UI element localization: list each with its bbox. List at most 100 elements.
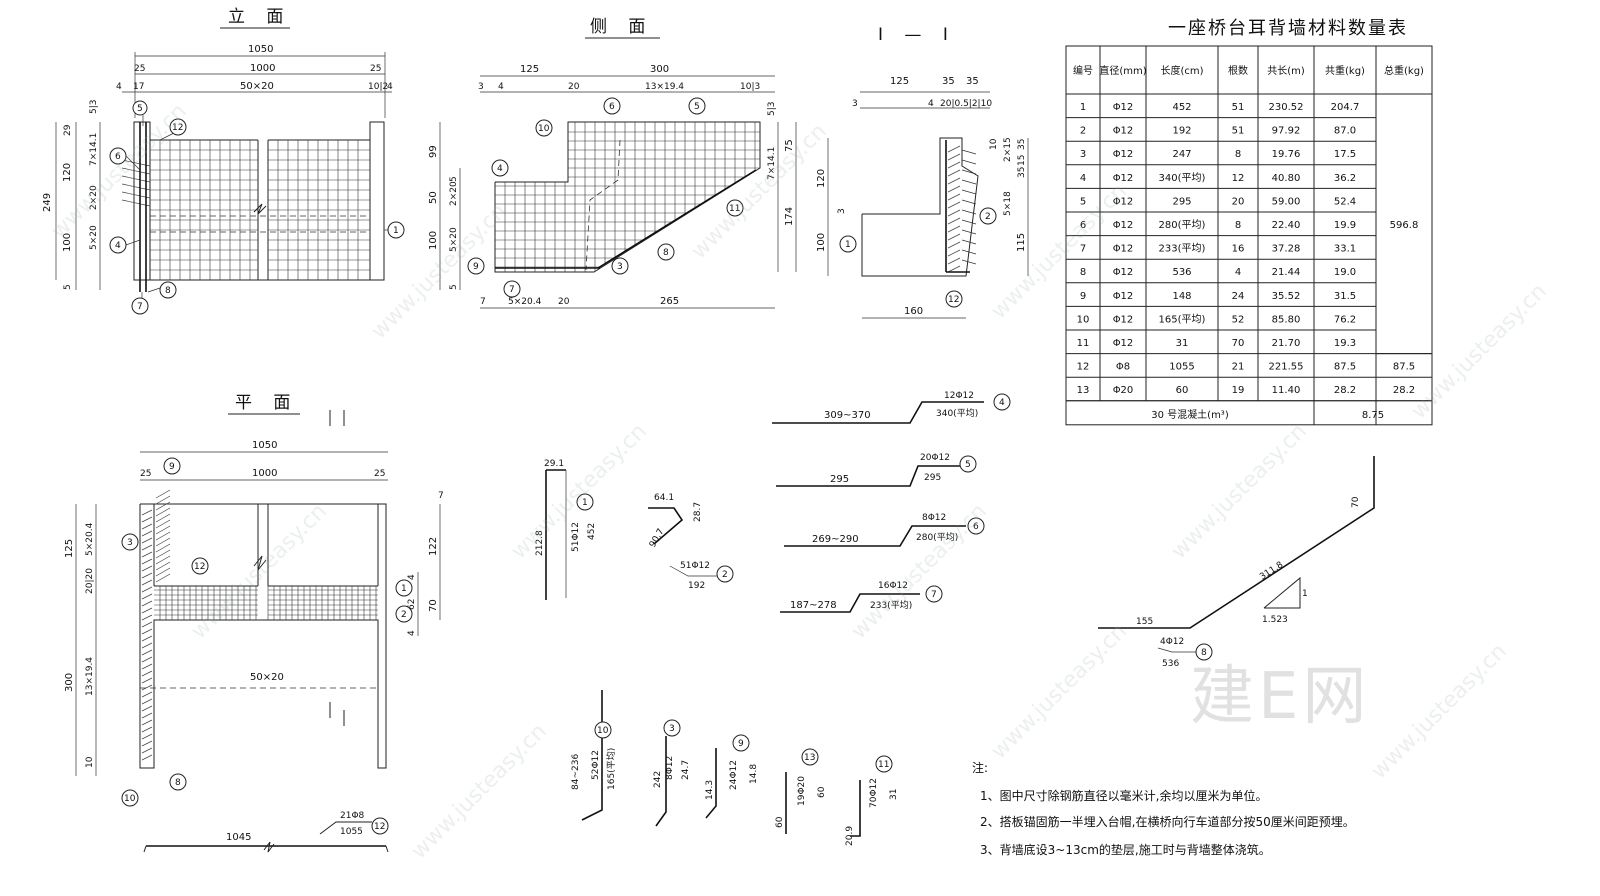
table-cell: 165(平均) <box>1159 313 1206 325</box>
svg-text:3: 3 <box>617 262 623 272</box>
plan-hatch-top <box>155 567 171 577</box>
table-cell: 97.92 <box>1272 126 1301 137</box>
side-dim-4: 4 <box>498 82 504 92</box>
side-dim-10-3: 10|3 <box>740 82 760 92</box>
side-view: 侧 面 125 300 3 4 20 13×19.4 10|3 99 50 10… <box>428 17 797 309</box>
bar5-total: 295 <box>924 473 941 483</box>
section-rebar <box>961 199 977 205</box>
table-cell: 10 <box>1077 314 1090 325</box>
plan-hatch <box>141 684 153 691</box>
bar8-total: 536 <box>1162 659 1179 669</box>
table-header-cell: 编号 <box>1073 64 1093 77</box>
section-hatch-line <box>947 265 961 273</box>
svg-text:1: 1 <box>401 584 407 594</box>
table-cell: 31.5 <box>1334 291 1356 302</box>
plan-hatch-top <box>155 555 171 565</box>
bar10-qty: 52Φ12 <box>591 750 601 780</box>
table-cell: Φ12 <box>1113 244 1134 255</box>
plan-hatch <box>141 565 153 572</box>
bar9-total: 14.8 <box>749 764 759 784</box>
plan-hatch <box>141 600 153 607</box>
table-cell: 247 <box>1172 149 1191 160</box>
section-dim-r35b: 35 <box>1017 167 1027 178</box>
svg-text:6: 6 <box>115 152 121 162</box>
table-cell: 233(平均) <box>1159 243 1206 255</box>
bar3-len: 242 <box>653 771 663 788</box>
svg-text:7: 7 <box>137 302 143 312</box>
front-dim-120: 120 <box>62 163 73 182</box>
svg-text:4: 4 <box>999 398 1005 408</box>
svg-text:4: 4 <box>115 241 121 251</box>
plan-hatch <box>141 691 153 698</box>
plan-hatch-top <box>155 519 171 529</box>
table-concrete-label: 30 号混凝土(m³) <box>1151 408 1229 421</box>
table-cell: 2 <box>1080 126 1086 137</box>
table-cell: 8 <box>1080 267 1086 278</box>
side-dim-50: 50 <box>428 191 439 204</box>
bar8-slope1: 1 <box>1302 589 1308 599</box>
table-cell: 22.40 <box>1272 220 1301 231</box>
svg-text:4: 4 <box>497 164 503 174</box>
front-dim-1000: 1000 <box>250 63 275 74</box>
bar10-total: 165(平均) <box>605 748 617 790</box>
bar7-qty: 16Φ12 <box>878 581 908 591</box>
table-cell: Φ12 <box>1113 314 1134 325</box>
bar11-qty: 70Φ12 <box>869 778 879 808</box>
section-dim-v3: 3 <box>837 208 847 214</box>
plan-hatch-top <box>155 537 171 547</box>
bar3-qty: 8Φ12 <box>665 756 675 780</box>
svg-text:7: 7 <box>509 285 515 295</box>
table-header-cell: 共长(m) <box>1267 65 1305 77</box>
table-cell: 13 <box>1077 385 1090 396</box>
plan-hatch <box>141 551 153 558</box>
bar8-b: 311.8 <box>1258 560 1285 583</box>
front-dim-4l: 4 <box>116 82 122 92</box>
plan-dim-25l: 25 <box>140 469 151 479</box>
table-cell: 340(平均) <box>1159 172 1206 184</box>
svg-text:3: 3 <box>669 724 675 734</box>
watermark-layer: www.justeasy.cnwww.justeasy.cnwww.justea… <box>47 99 1552 864</box>
bar1-len: 212.8 <box>535 530 545 556</box>
bar7-total: 233(平均) <box>870 599 912 611</box>
plan-dim-300: 300 <box>64 673 75 692</box>
section-hatch-line <box>947 169 961 177</box>
svg-text:8: 8 <box>663 248 669 258</box>
side-dim-13x19: 13×19.4 <box>645 82 684 92</box>
plan-hatch <box>141 712 153 719</box>
table-cell: 28.2 <box>1334 385 1356 396</box>
section-hatch-line <box>947 153 961 161</box>
plan-dim-125: 125 <box>64 539 75 558</box>
plan-dim-1045: 1045 <box>226 832 251 843</box>
table-header-cell: 长度(cm) <box>1160 64 1203 77</box>
plan-hatch <box>141 747 153 754</box>
plan-hatch <box>141 509 153 516</box>
note-1: 1、图中尺寸除钢筋直径以毫米计,余均以厘米为单位。 <box>980 788 1267 803</box>
bar11-len: 20.9 <box>845 826 855 846</box>
table-cell: Φ12 <box>1113 126 1134 137</box>
svg-text:2: 2 <box>401 610 407 620</box>
front-dim-100: 100 <box>62 233 73 252</box>
svg-text:5: 5 <box>694 102 700 112</box>
bar13-total: 60 <box>817 786 827 798</box>
table-cell: 85.80 <box>1272 314 1301 325</box>
svg-text:11: 11 <box>878 760 889 770</box>
table-cell: 280(平均) <box>1159 219 1206 231</box>
plan-callouts: 9 3 12 1 2 8 10 12 <box>121 457 413 835</box>
front-dim-10-2: 10|2 <box>368 82 388 92</box>
svg-text:8: 8 <box>165 286 171 296</box>
side-dim-5a: 5 <box>449 176 459 182</box>
section-dim-r5x18: 5×18 <box>1003 191 1013 216</box>
table-cell: 230.52 <box>1269 102 1304 113</box>
section-dim-r10: 10 <box>989 138 999 150</box>
table-cell: 12 <box>1232 173 1245 184</box>
side-dim-20: 20 <box>568 82 580 92</box>
table-cell: 52.4 <box>1334 196 1356 207</box>
plan-hatch-top <box>155 549 171 559</box>
bar10-range: 84~236 <box>571 754 581 790</box>
notes-title: 注: <box>972 760 988 775</box>
bar1-top: 29.1 <box>544 459 564 469</box>
section-hatch-line <box>947 217 961 225</box>
bar6-qty: 8Φ12 <box>922 513 946 523</box>
section-hatch-line <box>947 233 961 241</box>
table-cell: 1 <box>1080 102 1086 113</box>
